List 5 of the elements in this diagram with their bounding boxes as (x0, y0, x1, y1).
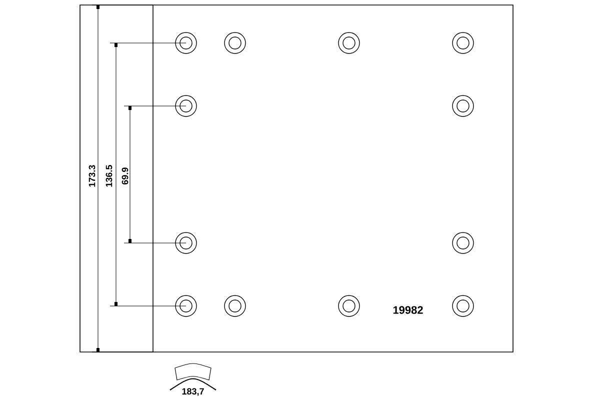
part-number: 19982 (393, 306, 423, 314)
dimension-label: 173.3 (88, 164, 96, 188)
dimension-label: 69.9 (121, 166, 129, 186)
radius-label: 183,7 (182, 388, 204, 396)
dimension-label: 136.5 (105, 164, 113, 188)
